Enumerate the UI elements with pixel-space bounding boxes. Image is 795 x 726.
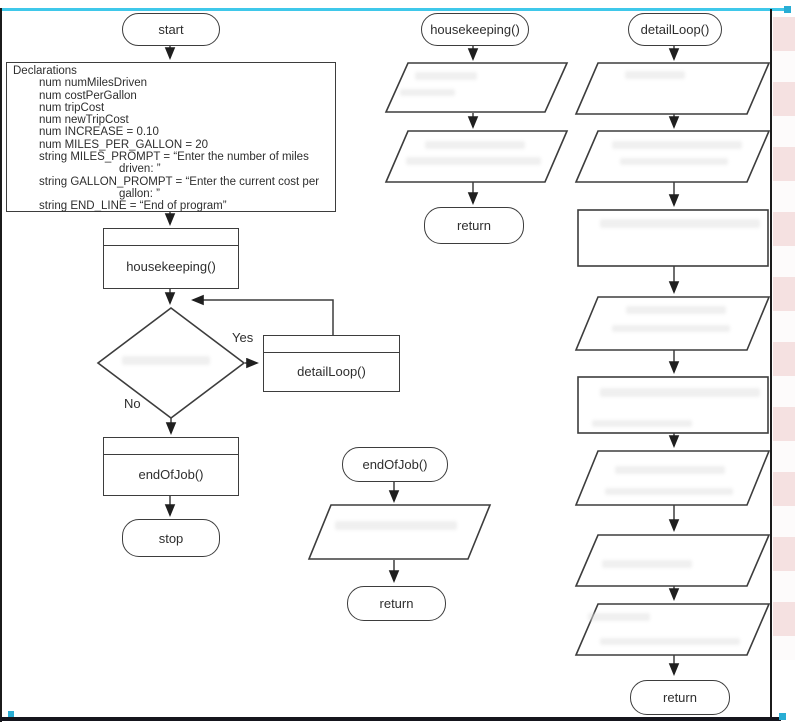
image-border-right — [770, 9, 772, 719]
start-label: start — [158, 22, 184, 37]
declaration-line: gallon: ” — [119, 187, 160, 200]
stop-label: stop — [158, 530, 184, 546]
erased-text-ghost — [626, 306, 726, 314]
start-terminal: start — [122, 13, 220, 46]
declaration-line: num MILES_PER_GALLON = 20 — [39, 138, 209, 151]
housekeeping-return-terminal: return — [424, 207, 524, 244]
declaration-line: Declarations — [13, 65, 77, 77]
detailloop-module-title: detailLoop() — [640, 22, 710, 37]
detailloop-module-terminal: detailLoop() — [628, 13, 722, 46]
endofjob-module-title: endOfJob() — [362, 457, 428, 472]
loopback-arrow-detailloop-to-decision — [191, 294, 334, 336]
dl-io-parallelogram-4-blank — [574, 450, 771, 506]
erased-text-ghost — [612, 141, 742, 149]
dl-io-parallelogram-1-blank — [574, 62, 771, 115]
housekeeping-module-title: housekeeping() — [430, 22, 520, 37]
erased-text-ghost — [602, 560, 692, 568]
erased-text-ghost — [600, 388, 760, 397]
erased-text-ghost — [406, 157, 541, 165]
image-border-bottom — [0, 717, 781, 721]
erased-text-ghost — [415, 72, 477, 80]
detailloop-call-label: detailLoop() — [297, 364, 366, 379]
declaration-line: num newTripCost — [39, 114, 129, 127]
highlighted-text-strip — [773, 17, 795, 660]
erased-text-ghost — [600, 219, 760, 228]
endofjob-module-terminal: endOfJob() — [342, 447, 448, 482]
erased-text-ghost — [122, 356, 210, 365]
predefined-process-strip — [264, 336, 399, 353]
hk-io-parallelogram-1-blank — [384, 62, 569, 113]
declaration-line: num tripCost — [39, 101, 105, 114]
eoj-io-parallelogram-blank — [307, 504, 492, 560]
decision-yes-label: Yes — [232, 330, 254, 345]
endofjob-call-box: endOfJob() — [103, 437, 239, 496]
erased-text-ghost — [615, 466, 725, 474]
stop-terminal: stop — [122, 519, 220, 557]
predefined-process-strip — [104, 229, 238, 246]
declarations-box: Declarations num numMilesDriven num cost… — [6, 62, 336, 212]
predefined-process-strip — [104, 438, 238, 455]
endofjob-call-label: endOfJob() — [138, 467, 204, 482]
housekeeping-call-box: housekeeping() — [103, 228, 239, 289]
housekeeping-module-terminal: housekeeping() — [421, 13, 529, 46]
erased-text-ghost — [592, 420, 692, 427]
declaration-line: string MILES_PROMPT = “Enter the number … — [39, 151, 309, 164]
housekeeping-return-label: return — [457, 218, 491, 233]
housekeeping-call-label: housekeeping() — [126, 259, 216, 274]
selection-handle-bottom-left — [8, 711, 14, 717]
detailloop-call-box: detailLoop() — [263, 335, 400, 392]
detailloop-return-terminal: return — [630, 680, 730, 715]
declaration-line: num numMilesDriven — [39, 77, 148, 90]
endofjob-return-label: return — [379, 596, 414, 611]
selection-handle-bottom-right — [779, 713, 786, 720]
dl-io-parallelogram-2-blank — [574, 130, 771, 183]
detailloop-return-label: return — [663, 690, 697, 705]
declaration-line: num costPerGallon — [39, 89, 137, 102]
declaration-line: driven: ” — [119, 163, 161, 176]
declaration-line: num INCREASE = 0.10 — [39, 126, 159, 139]
erased-text-ghost — [625, 71, 685, 79]
selection-top-line — [0, 8, 790, 11]
endofjob-return-terminal: return — [347, 586, 446, 621]
declaration-line: string END_LINE = “End of program” — [39, 200, 227, 213]
erased-text-ghost — [588, 613, 650, 621]
erased-text-ghost — [335, 521, 457, 530]
erased-text-ghost — [600, 638, 740, 645]
decision-no-label: No — [124, 396, 141, 411]
erased-text-ghost — [620, 158, 728, 165]
dl-io-parallelogram-3-blank — [574, 296, 771, 351]
selection-handle-top-right — [784, 6, 791, 13]
erased-text-ghost — [425, 141, 525, 149]
erased-text-ghost — [612, 325, 730, 332]
erased-text-ghost — [400, 89, 455, 96]
declaration-line: string GALLON_PROMPT = “Enter the curren… — [39, 175, 320, 188]
dl-io-parallelogram-6-blank — [574, 603, 771, 656]
erased-text-ghost — [605, 488, 733, 495]
image-border-left — [0, 8, 2, 722]
